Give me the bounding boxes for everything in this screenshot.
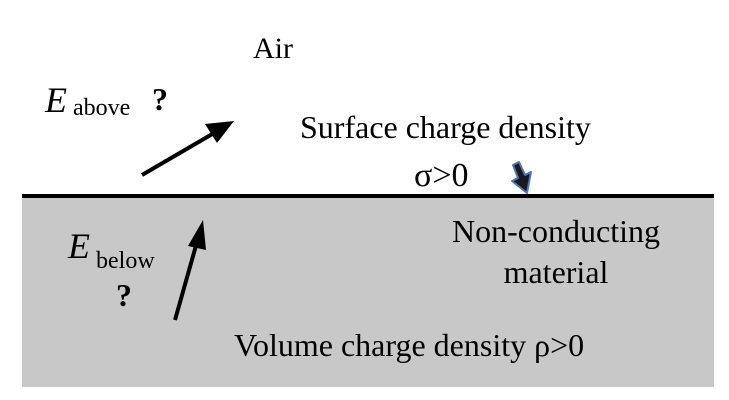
e-above-subscript: above xyxy=(73,95,130,121)
e-above-question: ? xyxy=(152,81,168,117)
air-label: Air xyxy=(253,32,293,65)
sigma-label: σ>0 xyxy=(414,157,469,194)
e-below-subscript: below xyxy=(96,248,155,274)
e-below-question: ? xyxy=(116,277,132,313)
material-label-line1: Non-conducting xyxy=(452,213,660,249)
e-below-arrow-icon xyxy=(173,220,206,321)
material-label-line2: material xyxy=(504,254,609,290)
sigma-down-arrow-icon xyxy=(511,161,532,194)
e-above-symbol: E xyxy=(44,80,67,120)
e-above-arrow-icon xyxy=(140,121,234,177)
volume-charge-label: Volume charge density ρ>0 xyxy=(234,327,584,363)
surface-charge-label: Surface charge density xyxy=(300,109,591,145)
material-region xyxy=(22,197,714,387)
e-below-symbol: E xyxy=(67,226,90,266)
e-above-label: E above ? xyxy=(44,80,168,121)
e-below-label: E below ? xyxy=(67,226,155,313)
